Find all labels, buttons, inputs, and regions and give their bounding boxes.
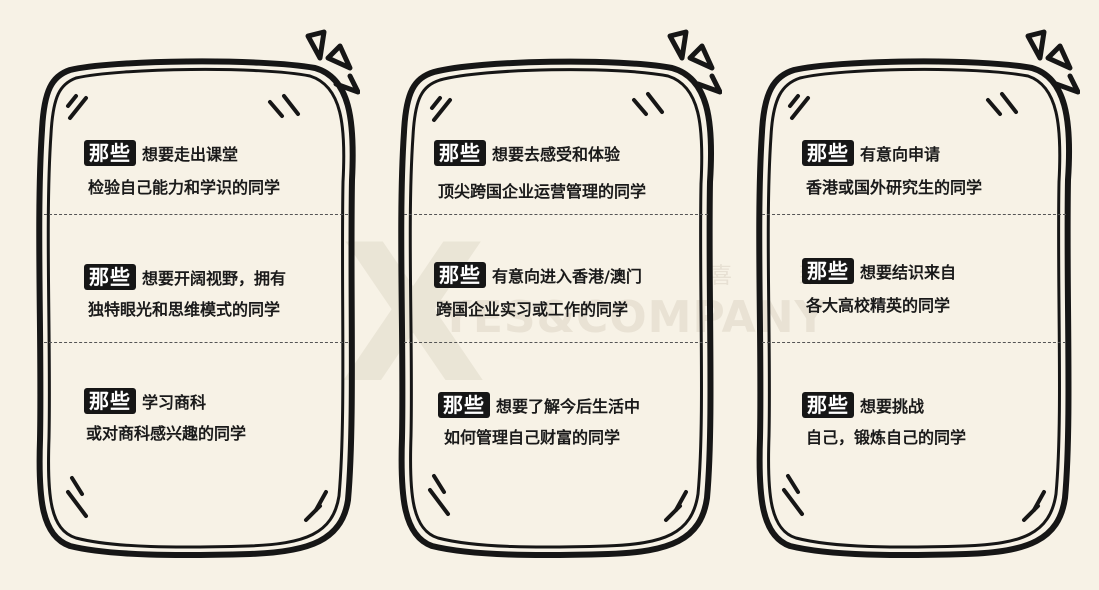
item-line1: 想要结识来自 (860, 263, 957, 282)
divider (762, 342, 1066, 343)
item-line1: 有意向进入香港/澳门 (492, 267, 642, 286)
item-line2: 如何管理自己财富的同学 (444, 428, 621, 447)
divider (44, 214, 348, 215)
item-tag: 那些 (438, 392, 490, 418)
card-2: 那些 想要去感受和体验 顶尖跨国企业运营管理的同学 那些 有意向进入香港/澳门 … (390, 40, 720, 560)
item-line2: 或对商科感兴趣的同学 (86, 424, 247, 443)
item-tag: 那些 (802, 258, 854, 284)
item-line1: 学习商科 (142, 393, 207, 412)
accent-marks-2 (667, 29, 722, 95)
card-frame (36, 58, 356, 559)
item-tag: 那些 (434, 140, 486, 166)
item-line2: 跨国企业实习或工作的同学 (436, 300, 629, 319)
card-frame (756, 58, 1073, 559)
item-tag: 那些 (84, 388, 136, 414)
divider (404, 214, 708, 215)
item-tag: 那些 (434, 262, 486, 288)
item-line2: 检验自己能力和学识的同学 (88, 178, 281, 197)
divider (762, 214, 1066, 215)
item-line2: 各大高校精英的同学 (806, 296, 951, 315)
item-line1: 有意向申请 (860, 145, 941, 164)
item-line1: 想要挑战 (860, 397, 925, 416)
divider (404, 342, 708, 343)
item-tag: 那些 (802, 392, 854, 418)
item-tag: 那些 (84, 264, 136, 290)
card-frame (398, 58, 715, 559)
accent-marks-3 (1025, 29, 1080, 95)
item-line1: 想要了解今后生活中 (496, 397, 641, 416)
item-line2: 自己，锻炼自己的同学 (806, 428, 967, 447)
item-tag: 那些 (84, 140, 136, 166)
divider (44, 342, 348, 343)
item-tag: 那些 (802, 140, 854, 166)
card-1: 那些 想要走出课堂 检验自己能力和学识的同学 那些 想要开阔视野，拥有 独特眼光… (30, 40, 360, 560)
item-line2: 顶尖跨国企业运营管理的同学 (438, 182, 647, 201)
item-line1: 想要走出课堂 (142, 145, 239, 164)
accent-marks-1 (305, 29, 360, 95)
item-line2: 独特眼光和思维模式的同学 (88, 300, 281, 319)
item-line2: 香港或国外研究生的同学 (806, 178, 983, 197)
item-line1: 想要去感受和体验 (492, 145, 621, 164)
item-line1: 想要开阔视野，拥有 (142, 269, 287, 288)
card-3: 那些 有意向申请 香港或国外研究生的同学 那些 想要结识来自 各大高校精英的同学… (748, 40, 1078, 560)
